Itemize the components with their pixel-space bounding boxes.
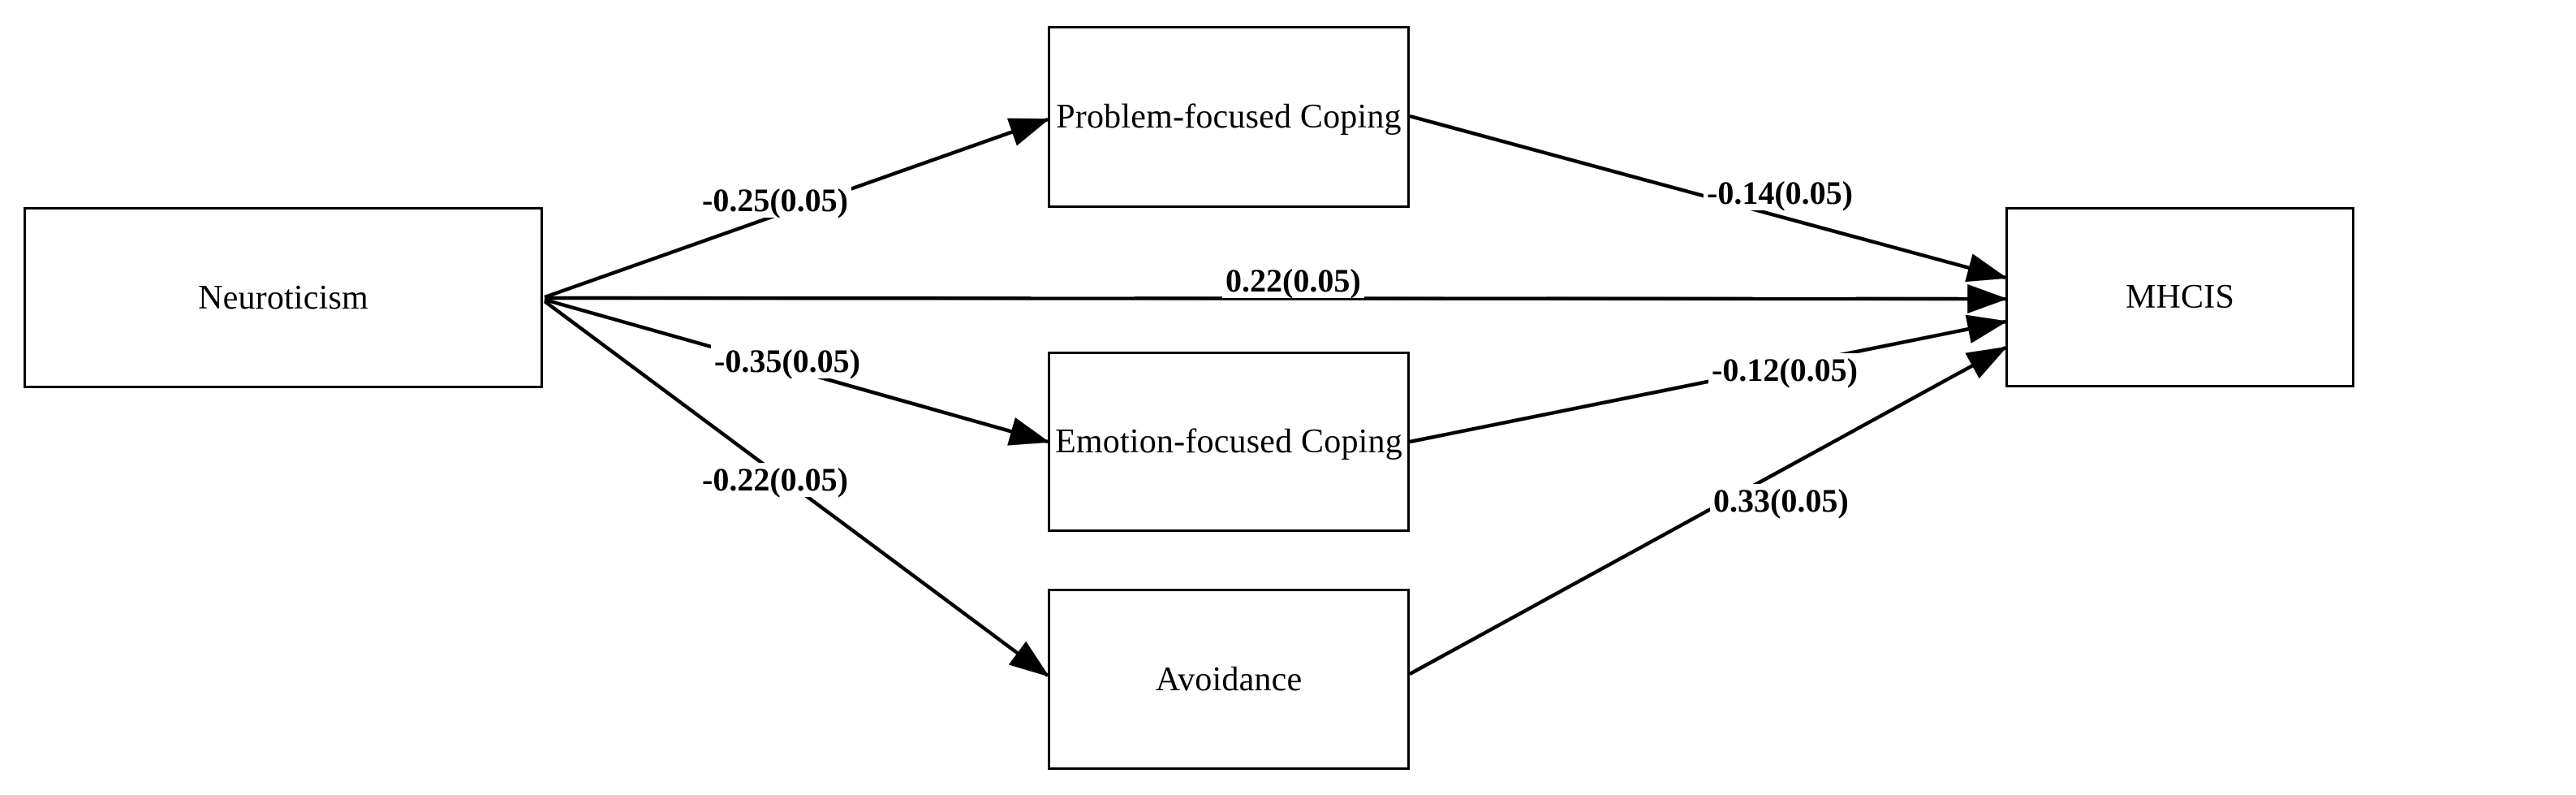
edge-avoidance-to-mhcis xyxy=(1408,346,2008,676)
edge-label-neuroticism-to-problem-focused-coping: -0.25(0.05) xyxy=(699,184,851,218)
node-avoidance-label: Avoidance xyxy=(1155,660,1303,698)
node-avoidance[interactable]: Avoidance xyxy=(1048,589,1410,770)
node-mhcis-label: MHCIS xyxy=(2125,279,2235,316)
edge-emotion-focused-coping-to-mhcis xyxy=(1409,314,2008,444)
edge-label-avoidance-to-mhcis: 0.33(0.05) xyxy=(1710,484,1852,518)
node-problem-focused-coping-label: Problem-focused Coping xyxy=(1056,98,1402,136)
node-neuroticism[interactable]: Neuroticism xyxy=(24,207,543,388)
edge-label-neuroticism-to-emotion-focused-coping: -0.35(0.05) xyxy=(711,344,864,378)
node-problem-focused-coping[interactable]: Problem-focused Coping xyxy=(1048,26,1410,208)
node-neuroticism-label: Neuroticism xyxy=(198,279,368,317)
edge-label-neuroticism-to-mhcis: 0.22(0.05) xyxy=(1222,264,1364,298)
edge-neuroticism-to-mhcis xyxy=(544,283,2008,313)
node-emotion-focused-coping-label: Emotion-focused Coping xyxy=(1055,423,1402,460)
edge-label-neuroticism-to-avoidance: -0.22(0.05) xyxy=(699,463,851,497)
node-mhcis[interactable]: MHCIS xyxy=(2005,207,2354,387)
edge-label-problem-focused-coping-to-mhcis: -0.14(0.05) xyxy=(1704,176,1856,210)
node-emotion-focused-coping[interactable]: Emotion-focused Coping xyxy=(1048,352,1410,532)
edge-label-emotion-focused-coping-to-mhcis: -0.12(0.05) xyxy=(1708,353,1861,387)
